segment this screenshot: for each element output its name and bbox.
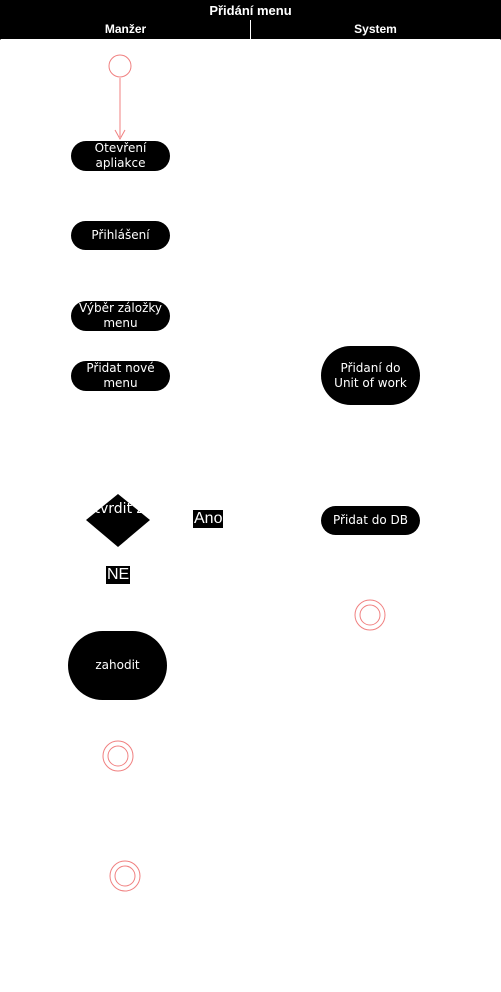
action-label: zahodit (95, 658, 140, 672)
action-label: Přihlášení (91, 228, 150, 242)
action-discard: zahodit (68, 631, 167, 700)
action-label: Přidat do DB (332, 513, 409, 527)
action-label: Výběr záložky menu (79, 301, 162, 330)
label-yes: Ano (193, 510, 224, 528)
action-label: Přidat nové menu (86, 361, 155, 390)
diagram-title: Přidání menu (0, 0, 501, 20)
action-label: Otevření apliakce (94, 141, 147, 170)
final-node-system (354, 599, 386, 631)
action-add-new-menu: Přidat nové menu (71, 361, 170, 391)
action-label: Přidaní do Unit of work (334, 360, 407, 390)
action-select-tab: Výběr záložky menu (71, 301, 170, 331)
action-open-app: Otevření apliakce (71, 141, 170, 171)
flow-arrowhead (114, 129, 126, 141)
lane-header-system: System (250, 20, 501, 40)
decision-diamond (86, 494, 150, 547)
action-add-to-db: Přidat do DB (321, 506, 420, 535)
lane-header-manager: Manžer (0, 20, 251, 40)
final-node-bottom (109, 860, 141, 892)
final-node-discard (102, 740, 134, 772)
action-add-to-uow: Přidaní do Unit of work (321, 346, 420, 405)
initial-node (108, 54, 132, 78)
decision-label: Potvrdit změny (78, 501, 162, 517)
action-login: Přihlášení (71, 221, 170, 250)
label-no: NE (106, 566, 131, 584)
